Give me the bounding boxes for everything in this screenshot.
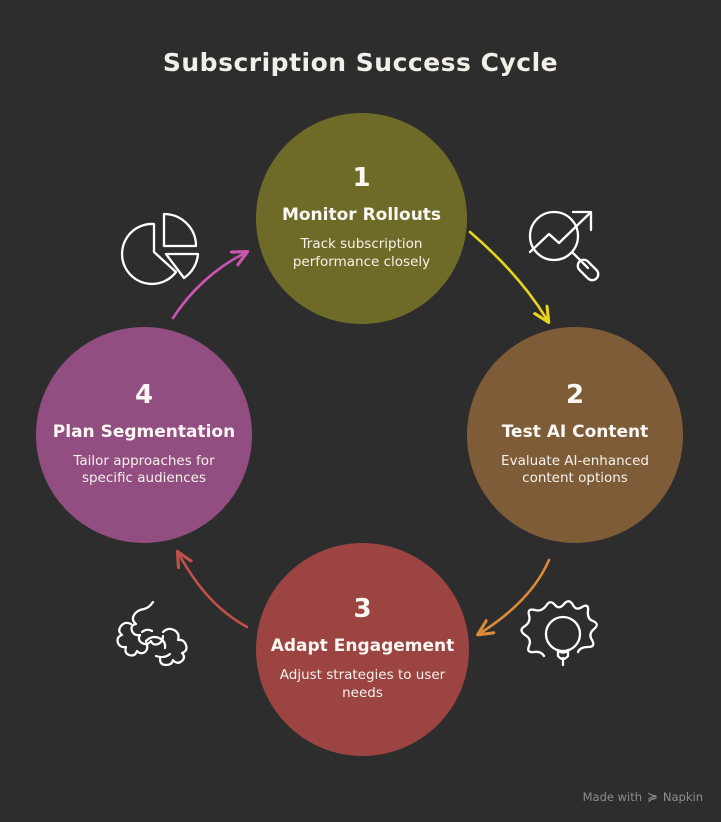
node-title: Monitor Rollouts <box>281 205 442 226</box>
node-title: Plan Segmentation <box>52 421 236 442</box>
teamwork-hands-icon <box>116 600 188 667</box>
node-description: Track subscription performance closely <box>292 236 431 270</box>
lightbulb-gear-icon <box>520 600 598 667</box>
cycle-node-4[interactable]: 4 Plan Segmentation Tailor approaches fo… <box>36 327 252 543</box>
page-title: Subscription Success Cycle <box>162 48 559 77</box>
node-number: 2 <box>565 379 585 410</box>
watermark-text: Made with <box>582 790 642 804</box>
node-number: 3 <box>353 594 372 625</box>
node-description: Adjust strategies to user needs <box>279 667 446 701</box>
node-description: Evaluate AI-enhanced content options <box>501 452 649 487</box>
node-number: 4 <box>134 379 154 410</box>
cycle-node-3[interactable]: 3 Adapt Engagement Adjust strategies to … <box>256 543 469 756</box>
node-description: Tailor approaches for specific audiences <box>73 452 215 487</box>
node-title: Adapt Engagement <box>270 636 455 657</box>
napkin-watermark: Made with ≽ Napkin <box>583 790 703 804</box>
watermark-brand: Napkin <box>662 790 703 804</box>
cycle-node-2[interactable]: 2 Test AI Content Evaluate AI-enhanced c… <box>467 327 683 543</box>
cycle-node-1[interactable]: 1 Monitor Rollouts Track subscription pe… <box>256 113 467 324</box>
pie-chart-icon <box>120 212 200 286</box>
trend-magnifier-icon <box>528 210 600 282</box>
node-number: 1 <box>352 163 371 194</box>
napkin-logo-icon: ≽ <box>647 789 658 805</box>
node-title: Test AI Content <box>501 421 649 442</box>
